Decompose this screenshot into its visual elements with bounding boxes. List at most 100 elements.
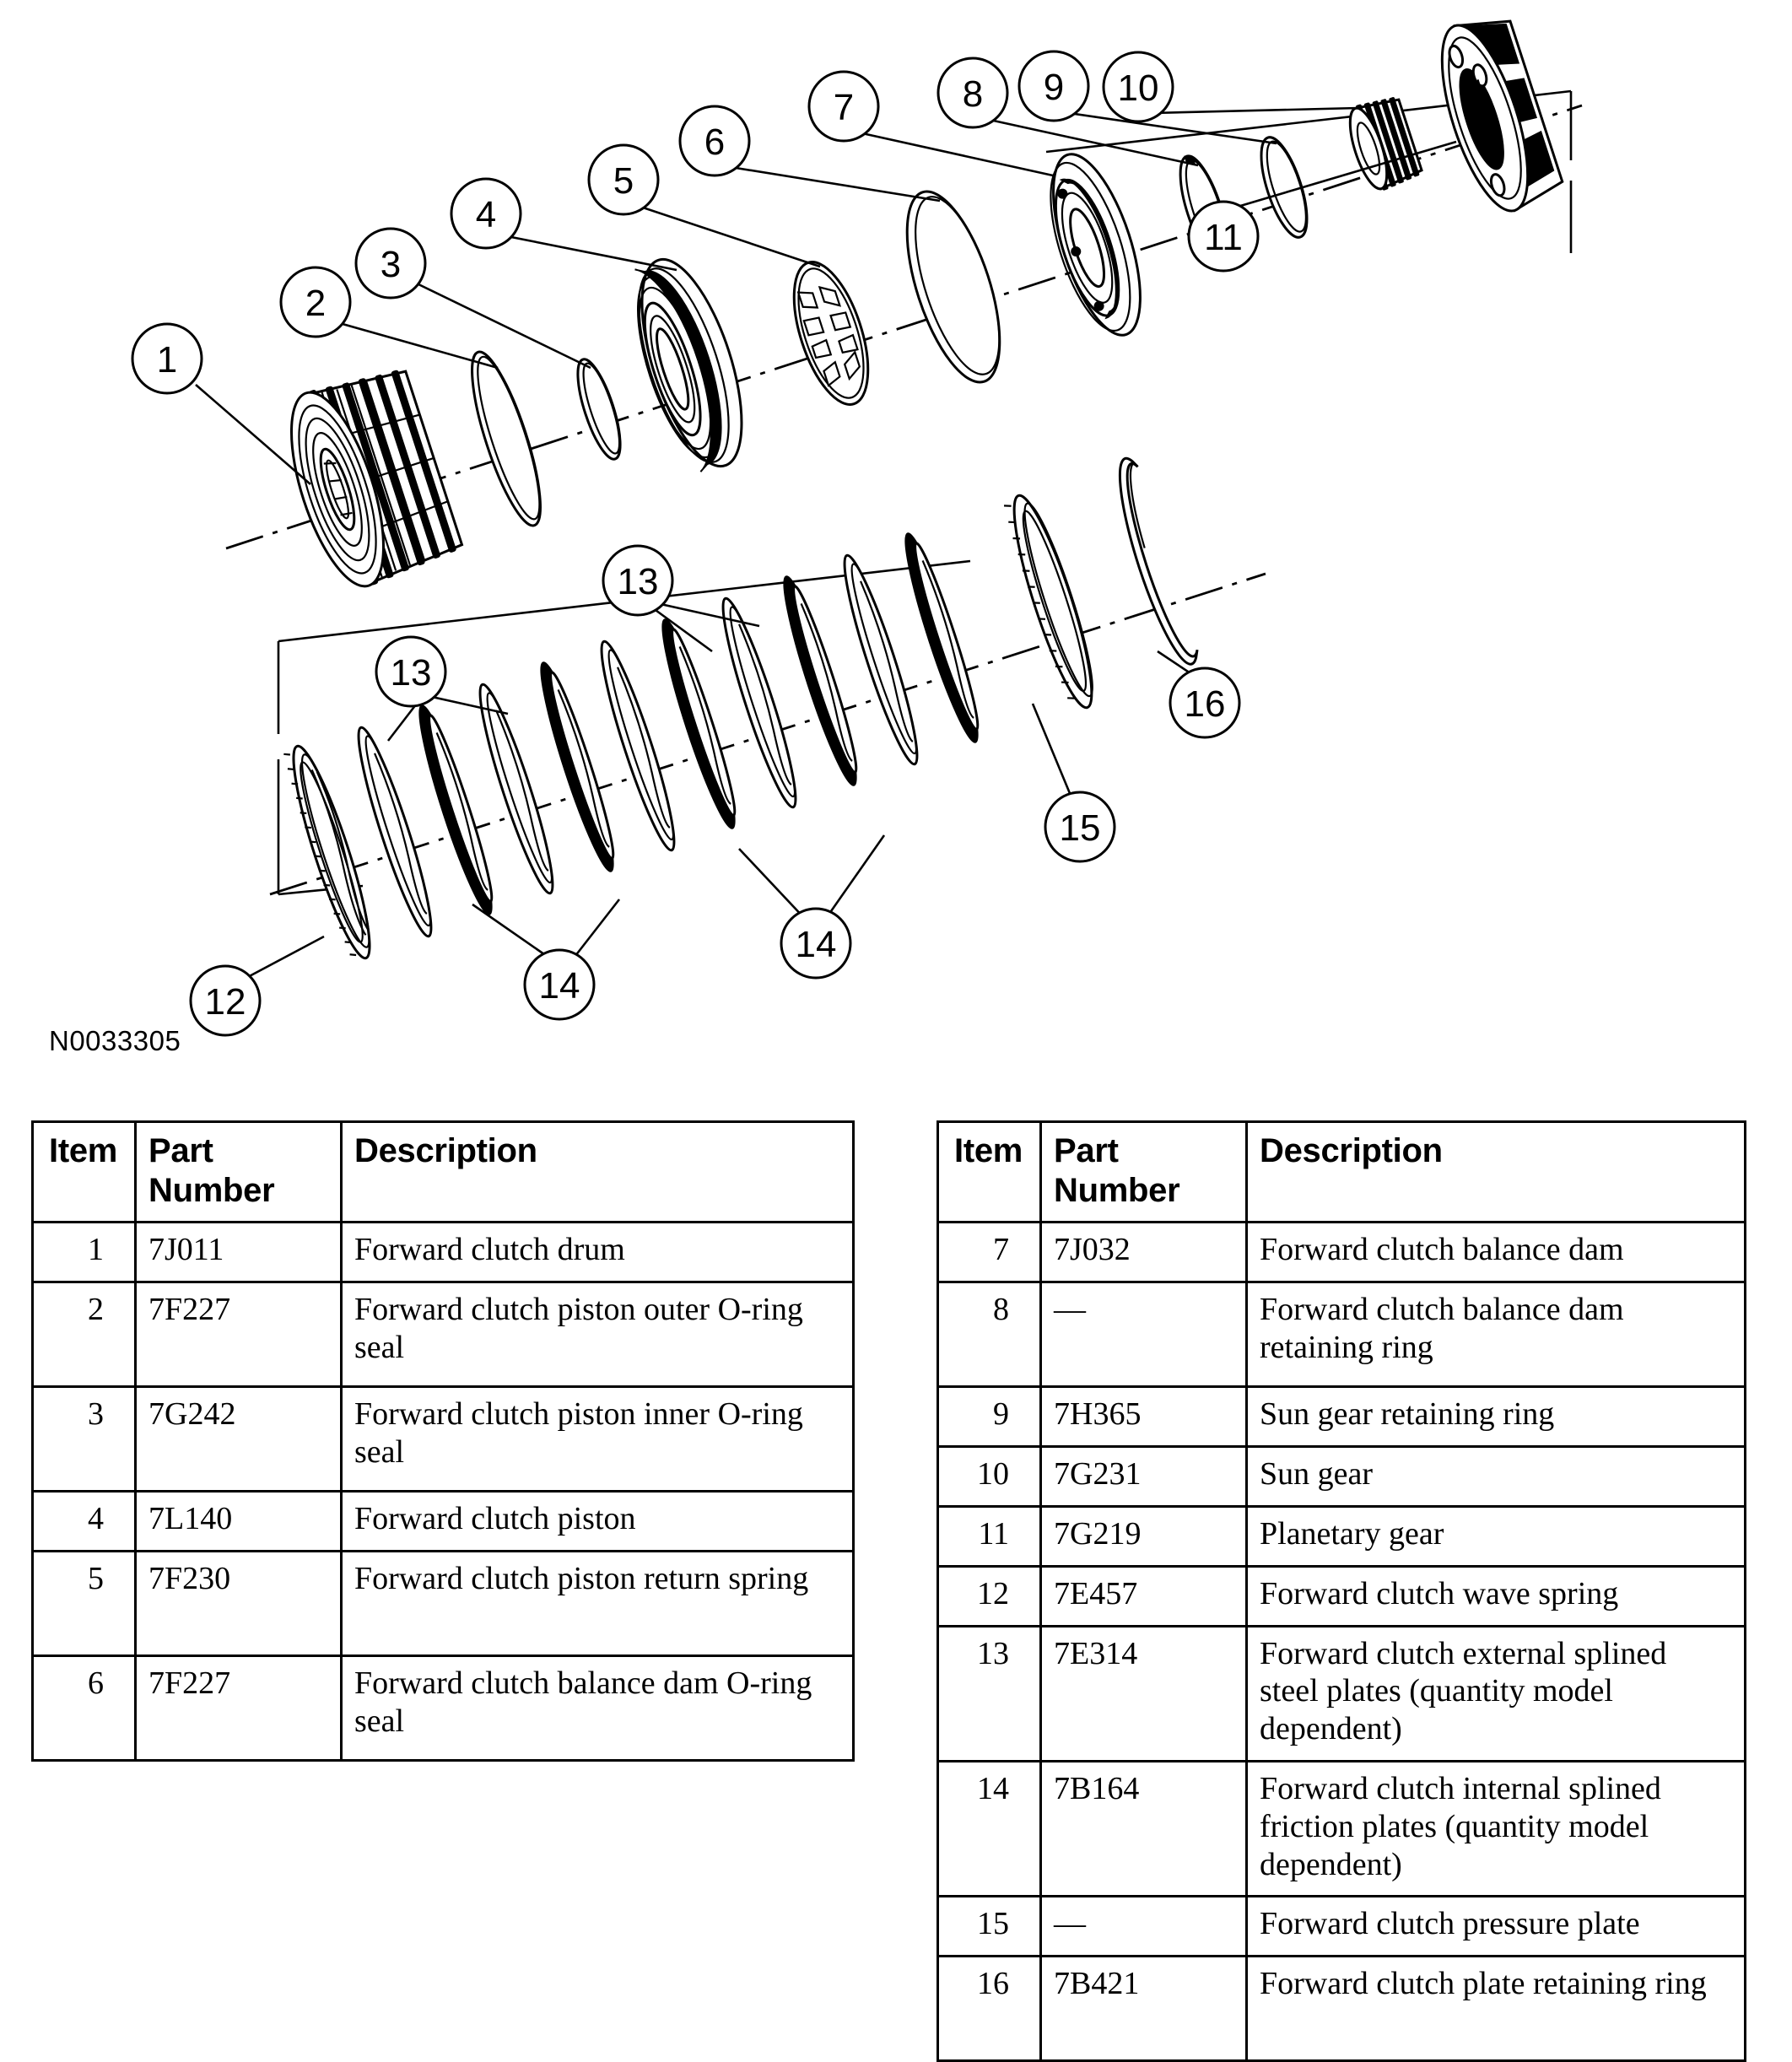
cell-item: 14 [936,1759,1042,1898]
callout-13-lower[interactable]: 13 [375,635,447,708]
cell-description: Planetary gear [1245,1504,1746,1568]
table-row: 14 7B164 Forward clutch internal splined… [936,1759,1746,1898]
callout-9[interactable]: 9 [1017,50,1090,122]
table-row: 5 7F230 Forward clutch piston return spr… [31,1550,855,1658]
cell-description: Forward clutch wave spring [1245,1564,1746,1627]
cell-item: 1 [31,1221,137,1284]
part-steel-plate [600,640,676,852]
callout-4[interactable]: 4 [450,177,522,250]
cell-part-number: 7J011 [134,1221,343,1284]
part-piston-outer-o-ring [471,350,542,527]
callout-6[interactable]: 6 [678,105,751,177]
part-forward-clutch-drum [289,370,464,588]
callout-11[interactable]: 11 [1187,200,1260,273]
cell-item: 10 [936,1445,1042,1508]
cell-part-number: 7G219 [1039,1504,1248,1568]
svg-text:13: 13 [391,652,432,694]
table-row: 10 7G231 Sun gear [936,1445,1746,1508]
cell-part-number: 7G231 [1039,1445,1248,1508]
callout-3[interactable]: 3 [354,227,427,300]
cell-part-number: 7F227 [134,1281,343,1389]
diagram-canvas: 1 2 3 4 5 6 7 8 9 10 11 12 [131,19,1583,1037]
svg-text:12: 12 [205,981,246,1023]
cell-description: Sun gear [1245,1445,1746,1508]
header-part-number: Part Number [1039,1120,1248,1224]
callout-13-upper[interactable]: 13 [602,544,674,617]
part-steel-plate [721,596,797,809]
cell-part-number: — [1039,1895,1248,1958]
cell-description: Forward clutch pressure plate [1245,1895,1746,1958]
svg-text:14: 14 [796,924,837,965]
callout-15[interactable]: 15 [1044,791,1116,863]
part-forward-clutch-wave-spring [283,744,371,960]
table-row: 3 7G242 Forward clutch piston inner O-ri… [31,1385,855,1493]
svg-text:1: 1 [157,339,177,381]
cell-description: Forward clutch piston inner O-ring seal [340,1385,855,1493]
cell-item: 11 [936,1504,1042,1568]
cell-item: 2 [31,1281,137,1389]
cell-part-number: 7B164 [1039,1759,1248,1898]
cell-item: 16 [936,1955,1042,2062]
cell-item: 12 [936,1564,1042,1627]
cell-item: 6 [31,1654,137,1762]
callout-5[interactable]: 5 [587,143,660,216]
cell-part-number: 7B421 [1039,1955,1248,2062]
cell-description: Forward clutch plate retaining ring [1245,1955,1746,2062]
callout-12[interactable]: 12 [189,964,262,1037]
figure-id-label: N0033305 [49,1025,181,1056]
cell-part-number: 7F227 [134,1654,343,1762]
cell-item: 9 [936,1385,1042,1449]
callout-14-right[interactable]: 14 [780,907,852,980]
part-sun-gear [1348,97,1423,191]
svg-text:2: 2 [305,283,326,324]
svg-text:16: 16 [1185,683,1226,725]
part-piston-inner-o-ring [576,358,622,461]
table-row: 6 7F227 Forward clutch balance dam O-rin… [31,1654,855,1762]
cell-item: 7 [936,1221,1042,1284]
cell-description: Forward clutch piston return spring [340,1550,855,1658]
cell-part-number: 7E457 [1039,1564,1248,1627]
cell-description: Forward clutch balance dam O-ring seal [340,1654,855,1762]
header-part-number: Part Number [134,1120,343,1224]
callout-leader-lines [195,106,1457,980]
part-piston-return-spring [792,261,870,406]
part-forward-clutch-piston [634,257,743,472]
table-row: 13 7E314 Forward clutch external splined… [936,1624,1746,1763]
svg-text:8: 8 [963,73,983,115]
svg-text:14: 14 [539,965,580,1007]
cell-part-number: — [1039,1281,1248,1389]
table-row: 12 7E457 Forward clutch wave spring [936,1564,1746,1627]
callout-7[interactable]: 7 [807,70,880,143]
cell-item: 5 [31,1550,137,1658]
exploded-view-diagram: 1 2 3 4 5 6 7 8 9 10 11 12 [131,19,1583,1037]
callout-1[interactable]: 1 [131,322,203,395]
callout-14-left[interactable]: 14 [523,948,596,1021]
svg-text:11: 11 [1204,217,1243,258]
cell-description: Forward clutch drum [340,1221,855,1284]
part-friction-plate [661,618,737,829]
svg-text:10: 10 [1118,67,1159,109]
part-balance-dam-o-ring [905,190,1001,384]
part-steel-plate [357,726,433,938]
cell-item: 3 [31,1385,137,1493]
callout-10[interactable]: 10 [1102,51,1174,123]
table-header-row: Item Part Number Description [31,1120,855,1224]
svg-text:9: 9 [1044,67,1064,108]
table-row: 8 — Forward clutch balance dam retaining… [936,1281,1746,1389]
part-friction-plate [904,532,980,743]
table-row: 1 7J011 Forward clutch drum [31,1221,855,1284]
svg-text:3: 3 [381,244,401,285]
callout-2[interactable]: 2 [279,266,352,338]
cell-description: Forward clutch balance dam retaining rin… [1245,1281,1746,1389]
parts-table-left: Item Part Number Description 1 7J011 For… [31,1120,855,1762]
svg-text:15: 15 [1060,807,1101,849]
cell-part-number: 7L140 [134,1490,343,1553]
cell-part-number: 7J032 [1039,1221,1248,1284]
callout-8[interactable]: 8 [936,57,1009,129]
table-row: 7 7J032 Forward clutch balance dam [936,1221,1746,1284]
table-row: 16 7B421 Forward clutch plate retaining … [936,1955,1746,2062]
part-planetary-gear [1440,19,1564,213]
callout-16[interactable]: 16 [1169,667,1241,739]
part-steel-plate [478,683,554,895]
cell-part-number: 7F230 [134,1550,343,1658]
